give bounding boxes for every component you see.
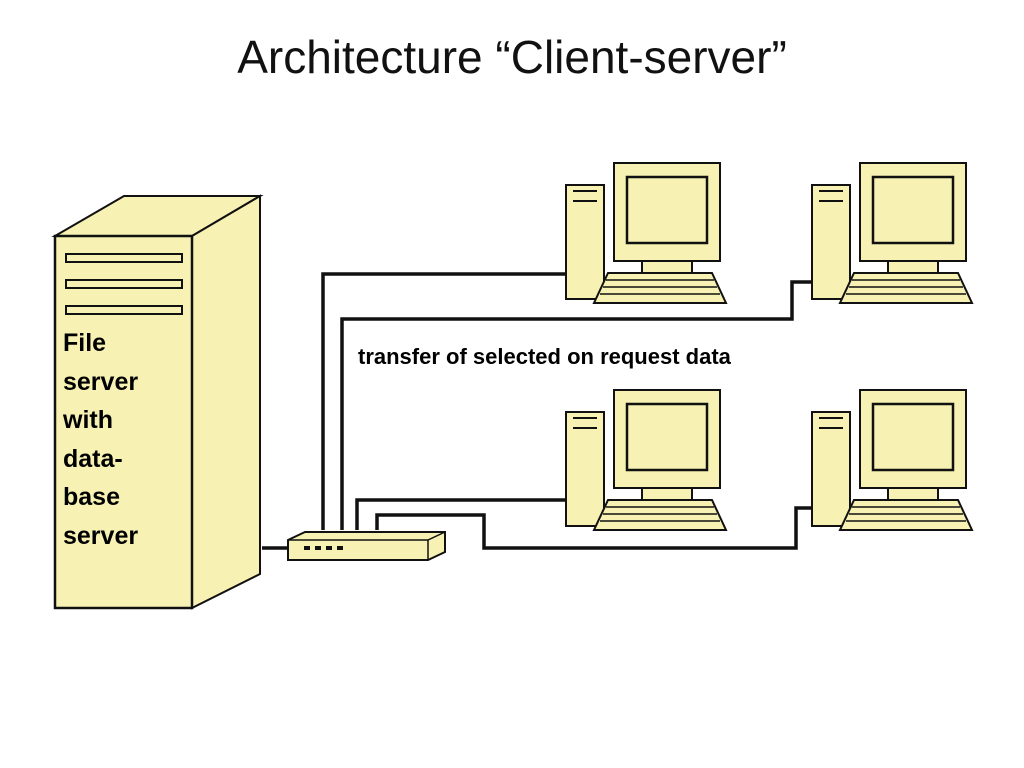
desktop-computer-icon xyxy=(810,388,974,532)
desktop-computer-icon xyxy=(810,161,974,305)
server-label-line: server xyxy=(63,367,139,396)
desktop-computer-icon xyxy=(564,161,728,305)
slide-title: Architecture “Client-server” xyxy=(237,31,787,83)
server-label-line: data- xyxy=(63,444,123,473)
network-cables xyxy=(262,272,813,550)
server-label-line: base xyxy=(63,483,120,511)
desktop-computer-icon xyxy=(564,388,728,532)
server-label-line: with xyxy=(63,406,113,434)
network-hub-icon xyxy=(287,531,446,561)
server-label-line: File xyxy=(63,329,107,357)
transfer-label: transfer of selected on request data xyxy=(358,344,731,369)
server-label: File server with data- base server xyxy=(63,324,138,555)
tower-server-icon xyxy=(51,194,264,610)
server-label-line: server xyxy=(63,521,139,550)
